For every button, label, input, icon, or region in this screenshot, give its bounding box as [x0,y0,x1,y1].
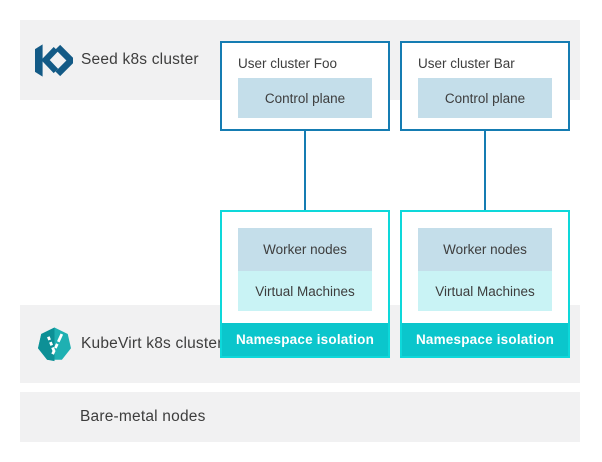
user-cluster-bar-box: User cluster Bar Control plane [400,41,570,131]
worker-nodes-bar: Worker nodes [418,228,552,271]
bare-metal-band: Bare-metal nodes [20,392,580,442]
namespace-isolation-bar: Namespace isolation [402,323,568,356]
user-cluster-foo-title: User cluster Foo [238,56,338,71]
control-plane-foo: Control plane [238,78,372,118]
user-cluster-foo-box: User cluster Foo Control plane [220,41,390,131]
virtual-machines-foo: Virtual Machines [238,271,372,311]
seed-cluster-label: Seed k8s cluster [81,51,199,68]
kubevirt-namespace-foo-box: Worker nodes Virtual Machines Namespace … [220,210,390,358]
worker-nodes-foo: Worker nodes [238,228,372,271]
connector-line-foo [304,131,306,211]
virtual-machines-bar: Virtual Machines [418,271,552,311]
kubevirt-namespace-bar-box: Worker nodes Virtual Machines Namespace … [400,210,570,358]
namespace-isolation-foo: Namespace isolation [222,323,388,356]
control-plane-bar: Control plane [418,78,552,118]
user-cluster-bar-title: User cluster Bar [418,56,515,71]
kubermatic-logo-icon [35,43,73,77]
connector-line-bar [484,131,486,211]
kubevirt-logo-icon [38,327,71,361]
kubevirt-cluster-label: KubeVirt k8s cluster [81,335,223,352]
bare-metal-label: Bare-metal nodes [80,408,206,425]
